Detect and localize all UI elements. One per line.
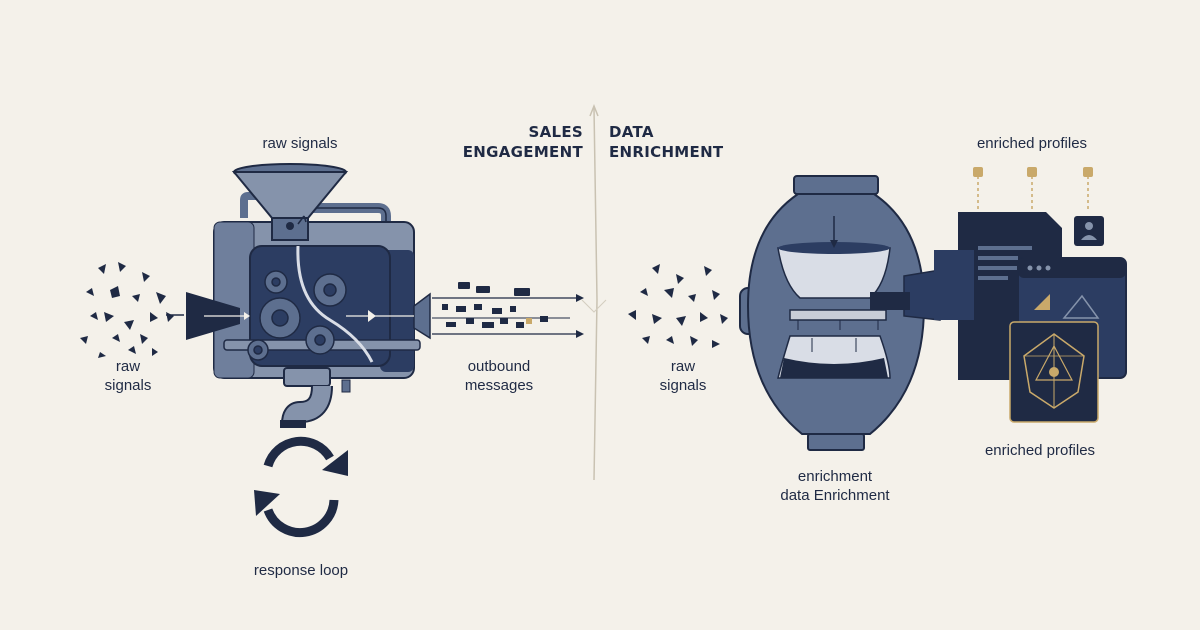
outbound-messages-line1: outbound (468, 358, 531, 375)
header-sales-line2: ENGAGEMENT (463, 143, 584, 161)
center-divider (581, 103, 607, 481)
profile-card-front (1009, 321, 1099, 423)
enrichment-label-line2: data Enrichment (780, 487, 890, 504)
response-loop-icon (254, 436, 348, 538)
profile-connectors (973, 167, 1093, 212)
gear-icon (313, 273, 347, 307)
enriched-profiles-bottom-label: enriched profiles (985, 442, 1095, 459)
gear-icon (247, 339, 269, 361)
enrichment-label-line1: enrichment (798, 468, 873, 485)
header-data-line1: DATA (609, 123, 654, 141)
gear-icon (305, 325, 335, 355)
header-sales-line1: SALES (528, 123, 583, 141)
enriched-profiles-top-label: enriched profiles (977, 135, 1087, 152)
outbound-messages (432, 282, 584, 338)
raw-signals-top-label: raw signals (262, 135, 337, 152)
raw-signals-right-line1: raw (671, 358, 695, 375)
raw-signal-fragments-right (628, 264, 728, 348)
response-loop-label: response loop (254, 562, 348, 579)
raw-signals-left-line2: signals (105, 377, 152, 394)
outbound-messages-line2: messages (465, 377, 533, 394)
avatar-icon (1074, 216, 1104, 246)
raw-signal-fragments-left (80, 262, 174, 358)
header-data-line2: ENRICHMENT (609, 143, 724, 161)
raw-signals-right-line2: signals (660, 377, 707, 394)
sales-engagement-machine (186, 163, 431, 428)
gear-icon (259, 297, 301, 339)
enrichment-vessel (739, 175, 941, 451)
gear-icon (264, 270, 288, 294)
raw-signals-left-line1: raw (116, 358, 140, 375)
